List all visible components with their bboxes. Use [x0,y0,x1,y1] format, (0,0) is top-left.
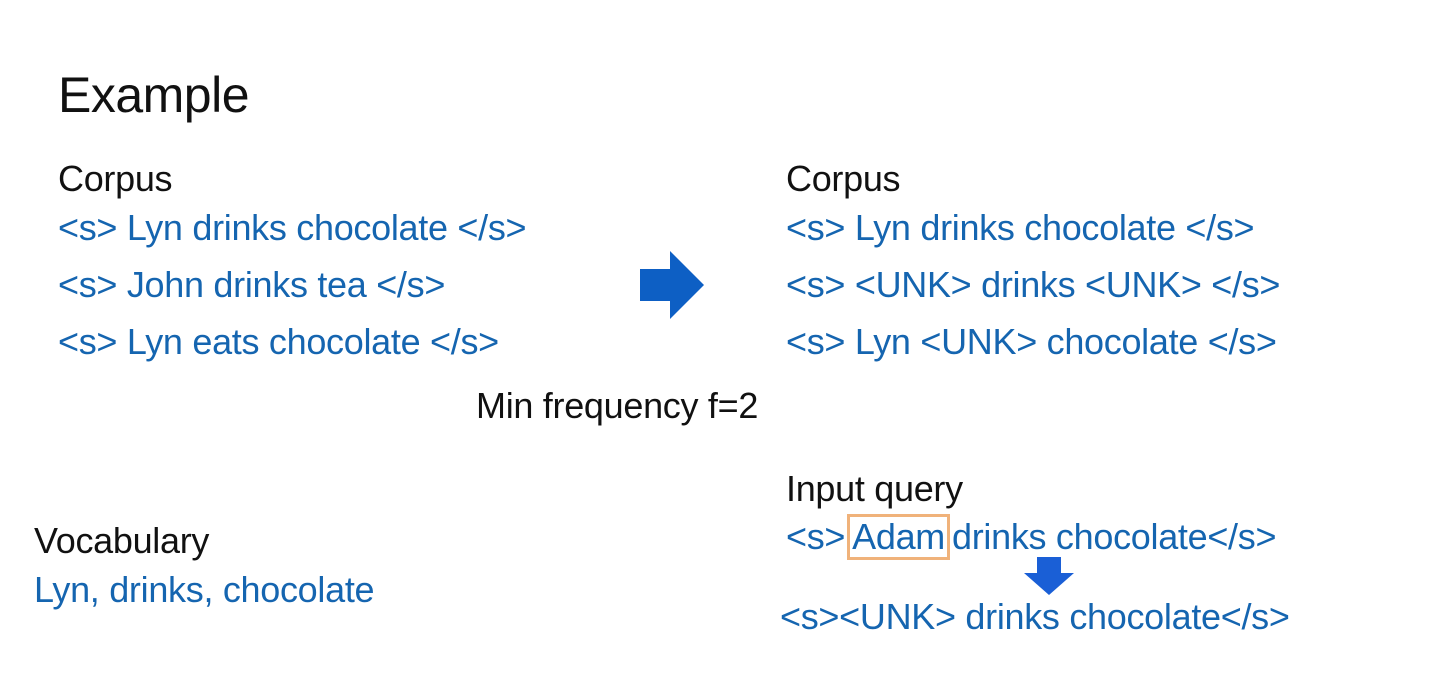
right-corpus-line-2: <s> <UNK> drinks <UNK> </s> [786,264,1281,305]
arrow-down-icon [1024,557,1074,595]
min-frequency-label: Min frequency f=2 [476,385,759,426]
page-title: Example [58,67,250,123]
vocabulary-words: Lyn, drinks, chocolate [34,569,375,610]
arrow-right-icon [640,251,704,319]
query-prefix: <s> [786,516,846,557]
unknown-word-highlight: Adam [847,514,950,560]
left-corpus-label: Corpus [58,158,173,199]
left-corpus-line-2: <s> John drinks tea </s> [58,264,446,305]
left-corpus-line-3: <s> Lyn eats chocolate </s> [58,321,499,362]
right-corpus-line-1: <s> Lyn drinks chocolate </s> [786,207,1255,248]
right-corpus-label: Corpus [786,158,901,199]
query-suffix: drinks chocolate</s> [952,516,1277,557]
vocabulary-label: Vocabulary [34,520,210,561]
left-corpus-line-1: <s> Lyn drinks chocolate </s> [58,207,527,248]
query-result-line: <s><UNK> drinks chocolate</s> [780,596,1290,637]
input-query-label: Input query [786,468,963,509]
right-corpus-line-3: <s> Lyn <UNK> chocolate </s> [786,321,1277,362]
